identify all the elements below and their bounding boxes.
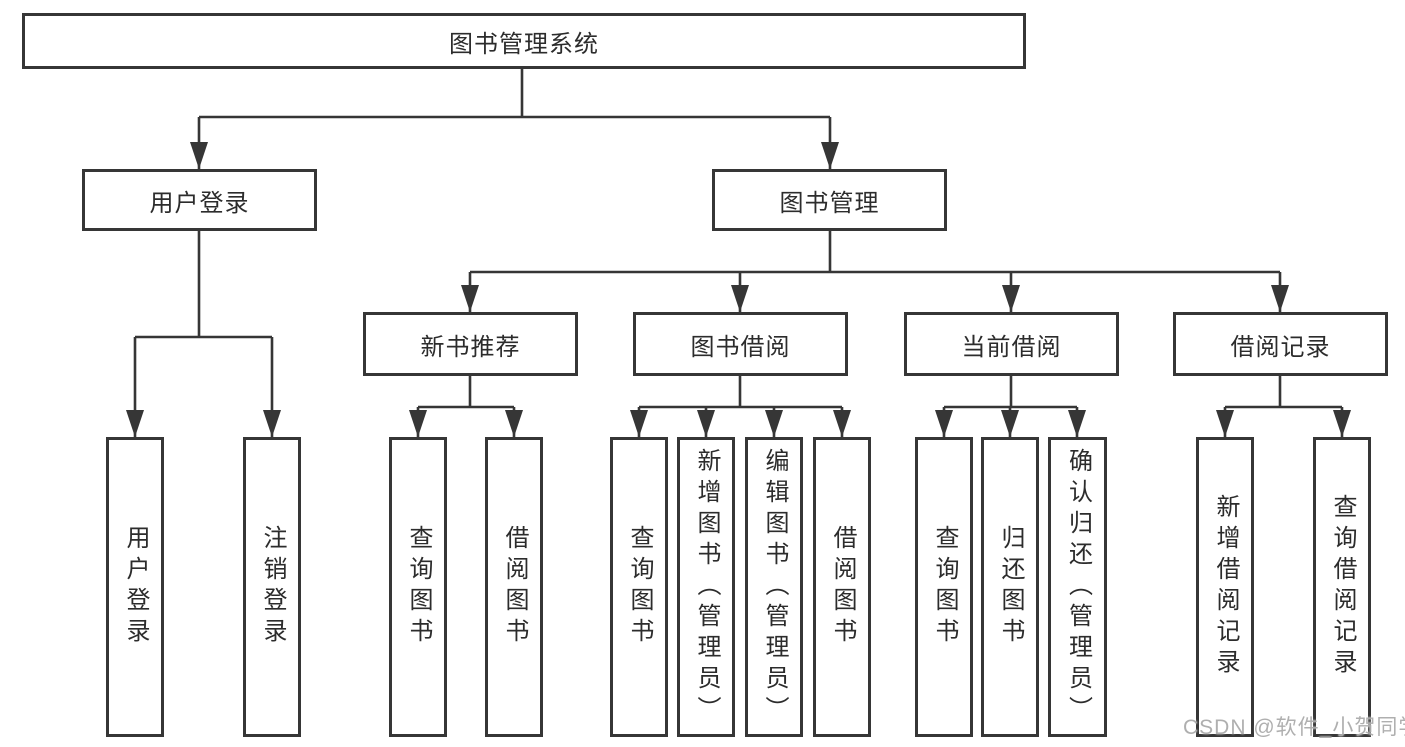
arrowhead-down-icon — [1002, 285, 1020, 312]
leaf-edit-books-admin: 编辑图书（管理员） — [745, 437, 803, 737]
watermark: CSDN @软件_小贺同学 — [1183, 716, 1405, 739]
leaf-logout-login: 注销登录 — [243, 437, 301, 737]
node-root: 图书管理系统 — [22, 13, 1026, 69]
leaf-add-books-admin-label: 新增图书（管理员） — [693, 447, 720, 727]
leaf-borrow-books-label: 借阅图书 — [829, 525, 856, 649]
node-current-borrow-label: 当前借阅 — [961, 333, 1062, 361]
node-book-borrow: 图书借阅 — [633, 312, 848, 376]
connector-path — [133, 69, 1344, 437]
leaf-borrow-books-recommend: 借阅图书 — [485, 437, 543, 737]
arrowhead-down-icon — [409, 410, 427, 437]
leaf-query-books-current-label: 查询图书 — [931, 525, 958, 649]
leaf-user-login: 用户登录 — [106, 437, 164, 737]
arrowhead-down-icon — [1068, 410, 1086, 437]
node-borrow-record: 借阅记录 — [1173, 312, 1388, 376]
arrowhead-down-icon — [1271, 285, 1289, 312]
leaf-add-books-admin: 新增图书（管理员） — [677, 437, 735, 737]
arrowhead-down-icon — [1333, 410, 1351, 437]
arrowhead-down-icon — [1001, 410, 1019, 437]
arrowhead-down-icon — [461, 285, 479, 312]
arrowhead-down-icon — [697, 410, 715, 437]
arrowhead-down-icon — [190, 142, 208, 169]
leaf-logout-login-label: 注销登录 — [259, 525, 286, 649]
leaf-query-books-recommend-label: 查询图书 — [405, 525, 432, 649]
leaf-query-books-recommend: 查询图书 — [389, 437, 447, 737]
leaf-borrow-books-recommend-label: 借阅图书 — [501, 525, 528, 649]
leaf-user-login-label: 用户登录 — [122, 525, 149, 649]
arrowhead-down-icon — [765, 410, 783, 437]
arrowhead-down-icon — [833, 410, 851, 437]
leaf-add-borrow-record-label: 新增借阅记录 — [1212, 494, 1239, 680]
arrowhead-down-icon — [630, 410, 648, 437]
leaf-query-books-current: 查询图书 — [915, 437, 973, 737]
leaf-confirm-return-admin-label: 确认归还（管理员） — [1064, 447, 1092, 727]
leaf-borrow-books: 借阅图书 — [813, 437, 871, 737]
arrowhead-down-icon — [731, 285, 749, 312]
node-borrow-record-label: 借阅记录 — [1230, 333, 1331, 361]
arrowheads — [126, 142, 1351, 437]
node-book-management: 图书管理 — [712, 169, 947, 231]
leaf-edit-books-admin-label: 编辑图书（管理员） — [761, 447, 788, 727]
leaf-confirm-return-admin: 确认归还（管理员） — [1048, 437, 1107, 737]
leaf-return-books: 归还图书 — [981, 437, 1039, 737]
node-user-login: 用户登录 — [82, 169, 317, 231]
node-new-book-recommend-label: 新书推荐 — [420, 333, 521, 361]
node-new-book-recommend: 新书推荐 — [363, 312, 578, 376]
node-book-borrow-label: 图书借阅 — [690, 333, 791, 361]
arrowhead-down-icon — [263, 410, 281, 437]
arrowhead-down-icon — [505, 410, 523, 437]
leaf-return-books-label: 归还图书 — [997, 525, 1024, 649]
arrowhead-down-icon — [935, 410, 953, 437]
arrowhead-down-icon — [126, 410, 144, 437]
arrowhead-down-icon — [1216, 410, 1234, 437]
leaf-query-borrow-record: 查询借阅记录 — [1313, 437, 1371, 737]
leaf-add-borrow-record: 新增借阅记录 — [1196, 437, 1254, 737]
leaf-query-books-borrow-label: 查询图书 — [626, 525, 653, 649]
node-current-borrow: 当前借阅 — [904, 312, 1119, 376]
leaf-query-borrow-record-label: 查询借阅记录 — [1329, 494, 1356, 680]
leaf-query-books-borrow: 查询图书 — [610, 437, 668, 737]
arrowhead-down-icon — [821, 142, 839, 169]
node-root-label: 图书管理系统 — [449, 30, 599, 58]
node-book-management-label: 图书管理 — [779, 189, 880, 217]
node-user-login-label: 用户登录 — [149, 189, 250, 217]
